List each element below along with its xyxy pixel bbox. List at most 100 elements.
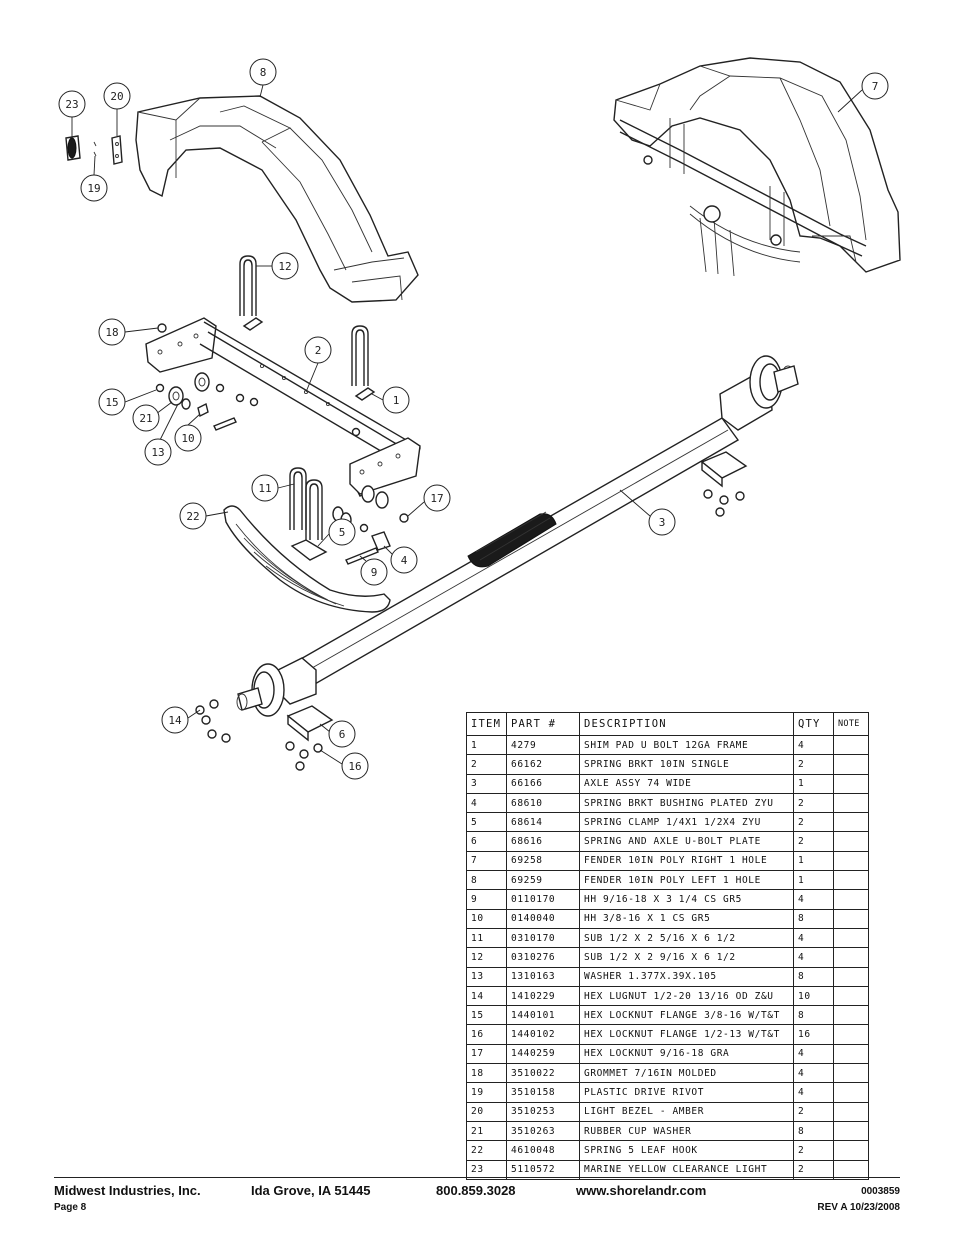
cell-item: 21	[466, 1120, 507, 1142]
cell-qty: 16	[793, 1024, 834, 1045]
callout-label: 8	[260, 66, 267, 79]
cell-item: 8	[466, 870, 507, 891]
cell-part: 68616	[506, 831, 580, 852]
cell-qty: 2	[793, 831, 834, 852]
cell-note	[833, 1082, 869, 1103]
cell-item: 11	[466, 927, 507, 949]
cell-item: 1	[466, 734, 507, 756]
cell-item: 15	[466, 1005, 507, 1026]
cell-qty: 2	[793, 754, 834, 775]
cell-part: 68614	[506, 812, 580, 833]
cell-qty: 8	[793, 966, 834, 987]
cell-note	[833, 966, 869, 987]
cell-part: 3510263	[506, 1120, 580, 1142]
header-part: PART #	[506, 712, 580, 736]
cell-note	[833, 1120, 869, 1142]
callout-21: 21	[132, 401, 173, 432]
cell-note	[833, 812, 869, 833]
callout-label: 7	[872, 80, 879, 93]
cell-qty: 4	[793, 889, 834, 910]
cell-part: 66162	[506, 754, 580, 775]
cell-item: 3	[466, 773, 507, 794]
cell-description: LIGHT BEZEL - AMBER	[579, 1101, 794, 1122]
callout-label: 1	[393, 394, 400, 407]
u-bolts-upper-drawing	[239, 255, 376, 401]
header-description: DESCRIPTION	[579, 712, 794, 736]
cell-note	[833, 1024, 869, 1045]
cell-qty: 2	[793, 1101, 834, 1122]
footer-page: Page 8	[54, 1202, 87, 1213]
leaf-spring-drawing	[223, 505, 391, 613]
callout-22: 22	[179, 502, 229, 530]
callout-label: 6	[339, 728, 346, 741]
cell-qty: 4	[793, 947, 834, 968]
callout-label: 22	[186, 510, 199, 523]
cell-part: 1440259	[506, 1043, 580, 1065]
cell-description: HEX LOCKNUT FLANGE 1/2-13 W/T&T	[579, 1024, 794, 1045]
cell-item: 20	[466, 1101, 507, 1122]
cell-qty: 1	[793, 850, 834, 872]
cell-part: 3510022	[506, 1063, 580, 1084]
callout-5: 5	[317, 518, 356, 547]
callout-19: 19	[80, 155, 108, 202]
callout-label: 15	[105, 396, 118, 409]
cell-qty: 4	[793, 1063, 834, 1084]
cell-note	[833, 773, 869, 794]
footer-website: www.shorelandr.com	[576, 1183, 707, 1198]
cell-item: 13	[466, 966, 507, 987]
cell-description: FENDER 10IN POLY RIGHT 1 HOLE	[579, 850, 794, 872]
callout-label: 12	[278, 260, 291, 273]
cell-part: 66166	[506, 773, 580, 794]
cell-item: 12	[466, 947, 507, 968]
callout-6: 6	[319, 720, 356, 748]
callout-label: 10	[181, 432, 194, 445]
cell-description: SHIM PAD U BOLT 12GA FRAME	[579, 734, 794, 756]
callout-label: 9	[371, 566, 378, 579]
callout-16: 16	[319, 749, 369, 780]
left-fender-drawing	[135, 95, 419, 303]
cell-item: 6	[466, 831, 507, 852]
callout-label: 13	[151, 446, 164, 459]
u-bolts-lower-drawing	[289, 467, 323, 540]
callout-label: 5	[339, 526, 346, 539]
cell-item: 16	[466, 1024, 507, 1045]
cell-qty: 1	[793, 870, 834, 891]
table-header-row: ITEM PART # DESCRIPTION QTY NOTE	[466, 712, 869, 736]
cell-description: HEX LOCKNUT FLANGE 3/8-16 W/T&T	[579, 1005, 794, 1026]
cell-part: 68610	[506, 792, 580, 814]
callout-4: 4	[383, 545, 418, 574]
callout-2: 2	[304, 336, 332, 393]
callout-label: 21	[139, 412, 152, 425]
cell-note	[833, 1101, 869, 1122]
cell-qty: 8	[793, 1005, 834, 1026]
cell-description: RUBBER CUP WASHER	[579, 1120, 794, 1142]
callouts: 23 20 19 8 7 12 18 2 1 15 21 10 13 11 17…	[58, 58, 889, 780]
axle-plates-drawing	[195, 451, 748, 771]
cell-description: HEX LOCKNUT 9/16-18 GRA	[579, 1043, 794, 1065]
cell-description: WASHER 1.377X.39X.105	[579, 966, 794, 987]
cell-item: 10	[466, 908, 507, 929]
callout-label: 19	[87, 182, 100, 195]
cell-part: 4279	[506, 734, 580, 756]
header-note: NOTE	[833, 712, 869, 736]
cell-note	[833, 1159, 869, 1180]
cell-part: 1440101	[506, 1005, 580, 1026]
callout-label: 11	[258, 482, 271, 495]
header-qty: QTY	[793, 712, 834, 736]
cell-part: 69259	[506, 870, 580, 891]
cell-qty: 4	[793, 734, 834, 756]
